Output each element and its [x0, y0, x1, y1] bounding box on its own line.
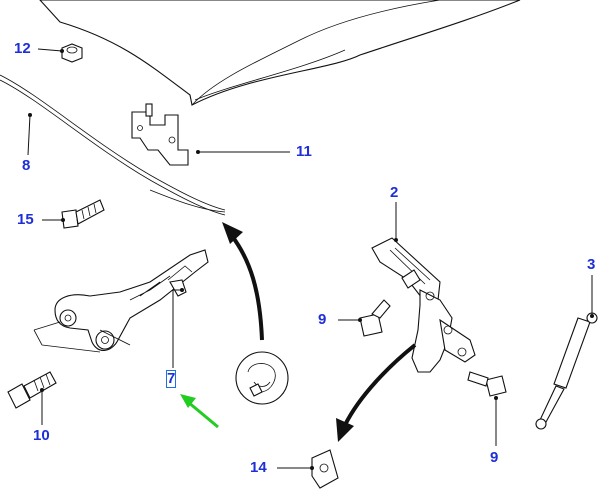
callout-9-lower[interactable]: 9	[490, 449, 499, 466]
bolt-part-9-upper	[359, 299, 391, 337]
hinge-assembly	[371, 237, 476, 373]
callout-2[interactable]: 2	[390, 184, 399, 201]
callout-9-upper[interactable]: 9	[318, 311, 327, 328]
callout-7-selected[interactable]: 7	[165, 370, 177, 388]
assembly-arrows	[222, 222, 417, 442]
hood-panel	[39, 0, 521, 106]
pointer-arrow	[180, 394, 219, 429]
latch-mechanism	[33, 249, 209, 353]
bracket-part-14	[311, 449, 339, 489]
callout-11[interactable]: 11	[296, 143, 312, 160]
bolt-part-15	[61, 199, 105, 229]
latch-bracket	[131, 103, 189, 166]
callout-10[interactable]: 10	[33, 427, 50, 444]
bolt-part-10	[7, 371, 57, 409]
nut-part	[61, 43, 83, 63]
callout-3[interactable]: 3	[587, 256, 596, 273]
callout-15[interactable]: 15	[17, 211, 34, 228]
detail-inset	[235, 351, 289, 405]
callout-12[interactable]: 12	[14, 40, 31, 57]
callout-14[interactable]: 14	[250, 459, 267, 476]
callout-8[interactable]: 8	[22, 157, 31, 174]
bolt-part-9-lower	[467, 371, 507, 397]
seal-strip	[0, 74, 226, 216]
leader-lines	[27, 48, 594, 470]
gas-strut	[535, 312, 598, 430]
